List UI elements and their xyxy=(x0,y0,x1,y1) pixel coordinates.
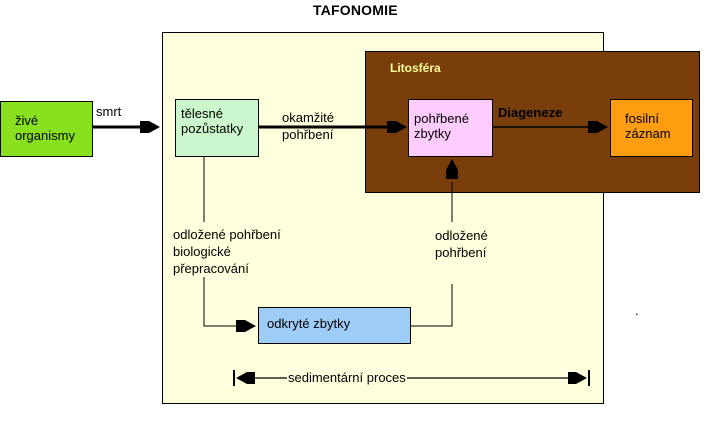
diagram-title: TAFONOMIE xyxy=(313,2,398,18)
node-exposed-remains-line1: odkryté zbytky xyxy=(267,316,351,331)
edge-label-delayed-burial-line2: pohřbení xyxy=(435,245,487,260)
edge-label-delayed-burial-biological-line2: biologické xyxy=(173,244,231,259)
node-body-remains: tělesné pozůstatky xyxy=(175,99,259,157)
edge-label-diagenesis: Diageneze xyxy=(498,105,563,120)
sedimentary-left-tip xyxy=(236,372,247,384)
lithosphere-label: Litosféra xyxy=(390,61,441,75)
edge-label-death: smrt xyxy=(96,104,122,119)
node-living-organisms-line1: živé xyxy=(15,113,39,128)
node-living-organisms-line2: organismy xyxy=(15,128,75,143)
edge-label-immediate-burial: okamžité pohřbení xyxy=(282,109,334,143)
node-fossil-record-line1: fosilní xyxy=(625,111,659,126)
sedimentary-right-head xyxy=(568,372,576,384)
edge-label-immediate-burial-line1: okamžité xyxy=(282,110,335,125)
arrow-death-tip xyxy=(149,121,160,133)
sedimentary-left-head xyxy=(247,372,255,384)
arrow-death-head xyxy=(140,121,149,133)
arrow-diagenesis-head xyxy=(588,121,597,133)
edge-label-delayed-burial-line1: odložené xyxy=(435,228,488,243)
edge-label-sedimentary-process: sedimentární proces xyxy=(287,370,407,386)
edge-label-delayed-burial: odložené pohřbení xyxy=(435,227,488,261)
line-exposed-to-buried xyxy=(411,284,453,327)
node-body-remains-line2: pozůstatky xyxy=(181,121,244,136)
arrow-diagenesis-tip xyxy=(597,121,608,133)
arrow-to-exposed-tip xyxy=(245,320,256,332)
node-buried-remains-line2: zbytky xyxy=(414,126,451,141)
edge-label-delayed-burial-biological-line3: přepracování xyxy=(173,261,249,276)
node-fossil-record: fosilní záznam xyxy=(610,99,693,157)
edge-label-delayed-burial-biological-line1: odložené pohřbení xyxy=(173,227,281,242)
node-fossil-record-line2: záznam xyxy=(625,126,671,141)
sedimentary-right-tip xyxy=(576,372,587,384)
arrow-to-exposed-head xyxy=(236,320,245,332)
node-body-remains-line1: tělesné xyxy=(181,106,223,121)
stray-dot: . xyxy=(635,303,639,318)
arrow-to-buried-head xyxy=(446,170,458,179)
arrow-immediate-burial-tip xyxy=(396,121,407,133)
arrow-to-buried-tip xyxy=(446,159,458,170)
edge-label-delayed-burial-biological: odložené pohřbení biologické přepracován… xyxy=(173,226,281,277)
line-body-to-exposed-lower xyxy=(203,277,246,327)
node-buried-remains-line1: pohřbené xyxy=(414,111,469,126)
edge-label-immediate-burial-line2: pohřbení xyxy=(282,127,334,142)
arrow-immediate-burial-head xyxy=(387,121,396,133)
node-exposed-remains: odkryté zbytky xyxy=(258,307,411,344)
node-living-organisms: živé organismy xyxy=(0,101,93,157)
node-buried-remains: pohřbené zbytky xyxy=(408,99,493,157)
